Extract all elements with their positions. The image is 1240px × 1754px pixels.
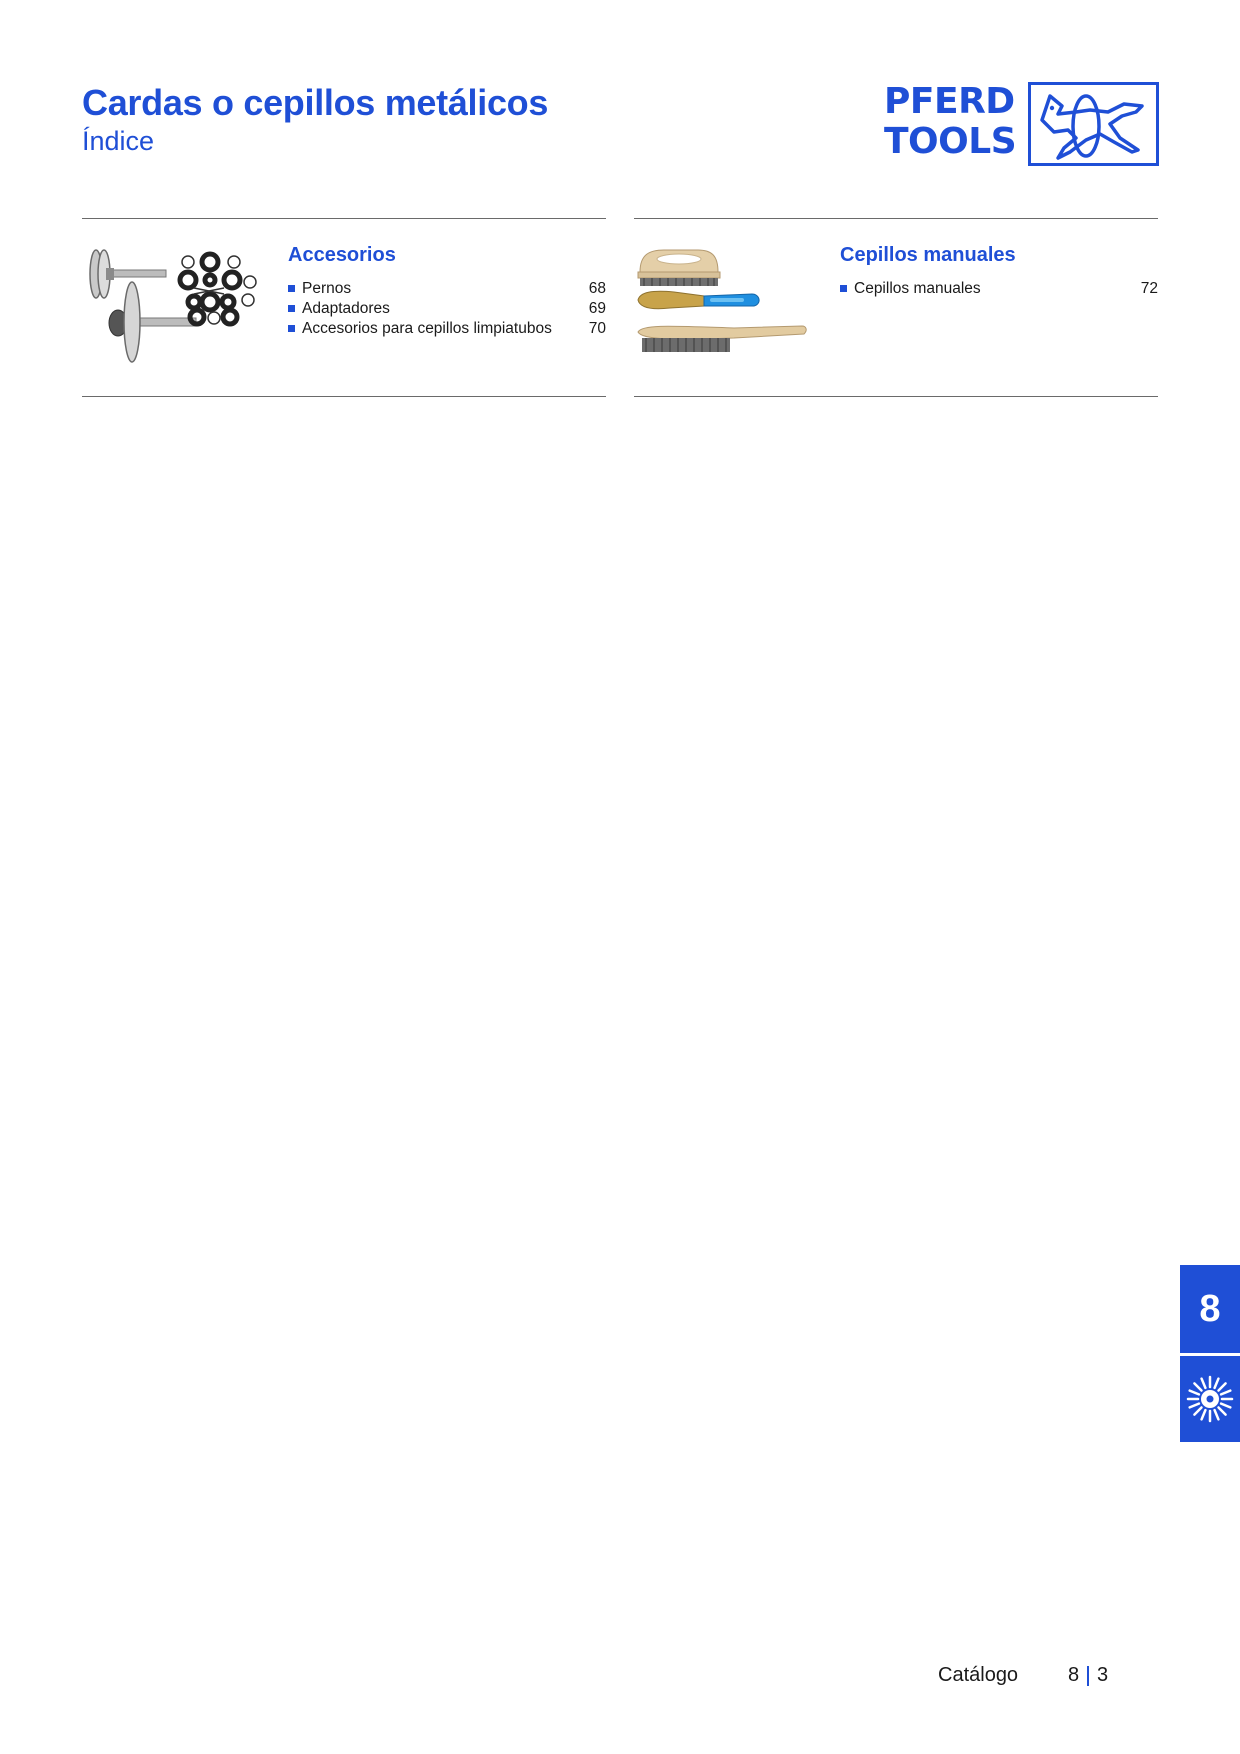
chapter-tab[interactable]: 8 bbox=[1180, 1265, 1240, 1353]
page-number: 3 bbox=[1097, 1664, 1109, 1686]
item-page: 69 bbox=[588, 300, 606, 317]
hand-brushes-image bbox=[637, 249, 807, 352]
list-item[interactable]: Adaptadores 69 bbox=[288, 300, 606, 320]
logo-wordmark: PFERD TOOLS bbox=[884, 81, 1017, 162]
catalog-label: Catálogo bbox=[938, 1664, 1019, 1686]
section-heading: Accesorios bbox=[288, 244, 396, 266]
chapter-icon-tab[interactable] bbox=[1180, 1356, 1240, 1442]
divider bbox=[82, 396, 606, 397]
brand-logo: PFERD TOOLS bbox=[884, 82, 1159, 166]
item-label: Adaptadores bbox=[302, 300, 390, 317]
divider bbox=[82, 218, 606, 219]
item-page: 70 bbox=[588, 320, 606, 337]
list-item[interactable]: Accesorios para cepillos limpiatubos 70 bbox=[288, 320, 606, 340]
page-footer: Catálogo 8 3 bbox=[900, 1664, 1110, 1694]
section-heading: Cepillos manuales bbox=[840, 244, 1016, 266]
page-title: Cardas o cepillos metálicos bbox=[82, 82, 549, 123]
index-list: Pernos 68 Adaptadores 69 Accesorios para… bbox=[288, 280, 606, 340]
section-accesorios: Accesorios Pernos 68 Adaptadores 69 Acce… bbox=[82, 218, 606, 398]
footer-separator bbox=[1087, 1666, 1089, 1686]
accessories-image bbox=[89, 249, 257, 363]
index-list: Cepillos manuales 72 bbox=[840, 280, 1158, 300]
wire-brush-icon bbox=[1186, 1375, 1234, 1423]
item-page: 68 bbox=[588, 280, 606, 297]
bullet-icon bbox=[840, 285, 847, 292]
list-item[interactable]: Cepillos manuales 72 bbox=[840, 280, 1158, 300]
item-label: Accesorios para cepillos limpiatubos bbox=[302, 320, 552, 337]
page-subtitle: Índice bbox=[82, 126, 155, 156]
item-page: 72 bbox=[1140, 280, 1158, 297]
bullet-icon bbox=[288, 325, 295, 332]
list-item[interactable]: Pernos 68 bbox=[288, 280, 606, 300]
divider bbox=[634, 396, 1158, 397]
horse-logo-icon bbox=[1028, 82, 1159, 166]
bullet-icon bbox=[288, 285, 295, 292]
divider bbox=[634, 218, 1158, 219]
bullet-icon bbox=[288, 305, 295, 312]
item-label: Cepillos manuales bbox=[854, 280, 981, 297]
item-label: Pernos bbox=[302, 280, 352, 297]
footer-chapter: 8 bbox=[1068, 1664, 1080, 1686]
section-cepillos-manuales: Cepillos manuales Cepillos manuales 72 bbox=[634, 218, 1158, 398]
